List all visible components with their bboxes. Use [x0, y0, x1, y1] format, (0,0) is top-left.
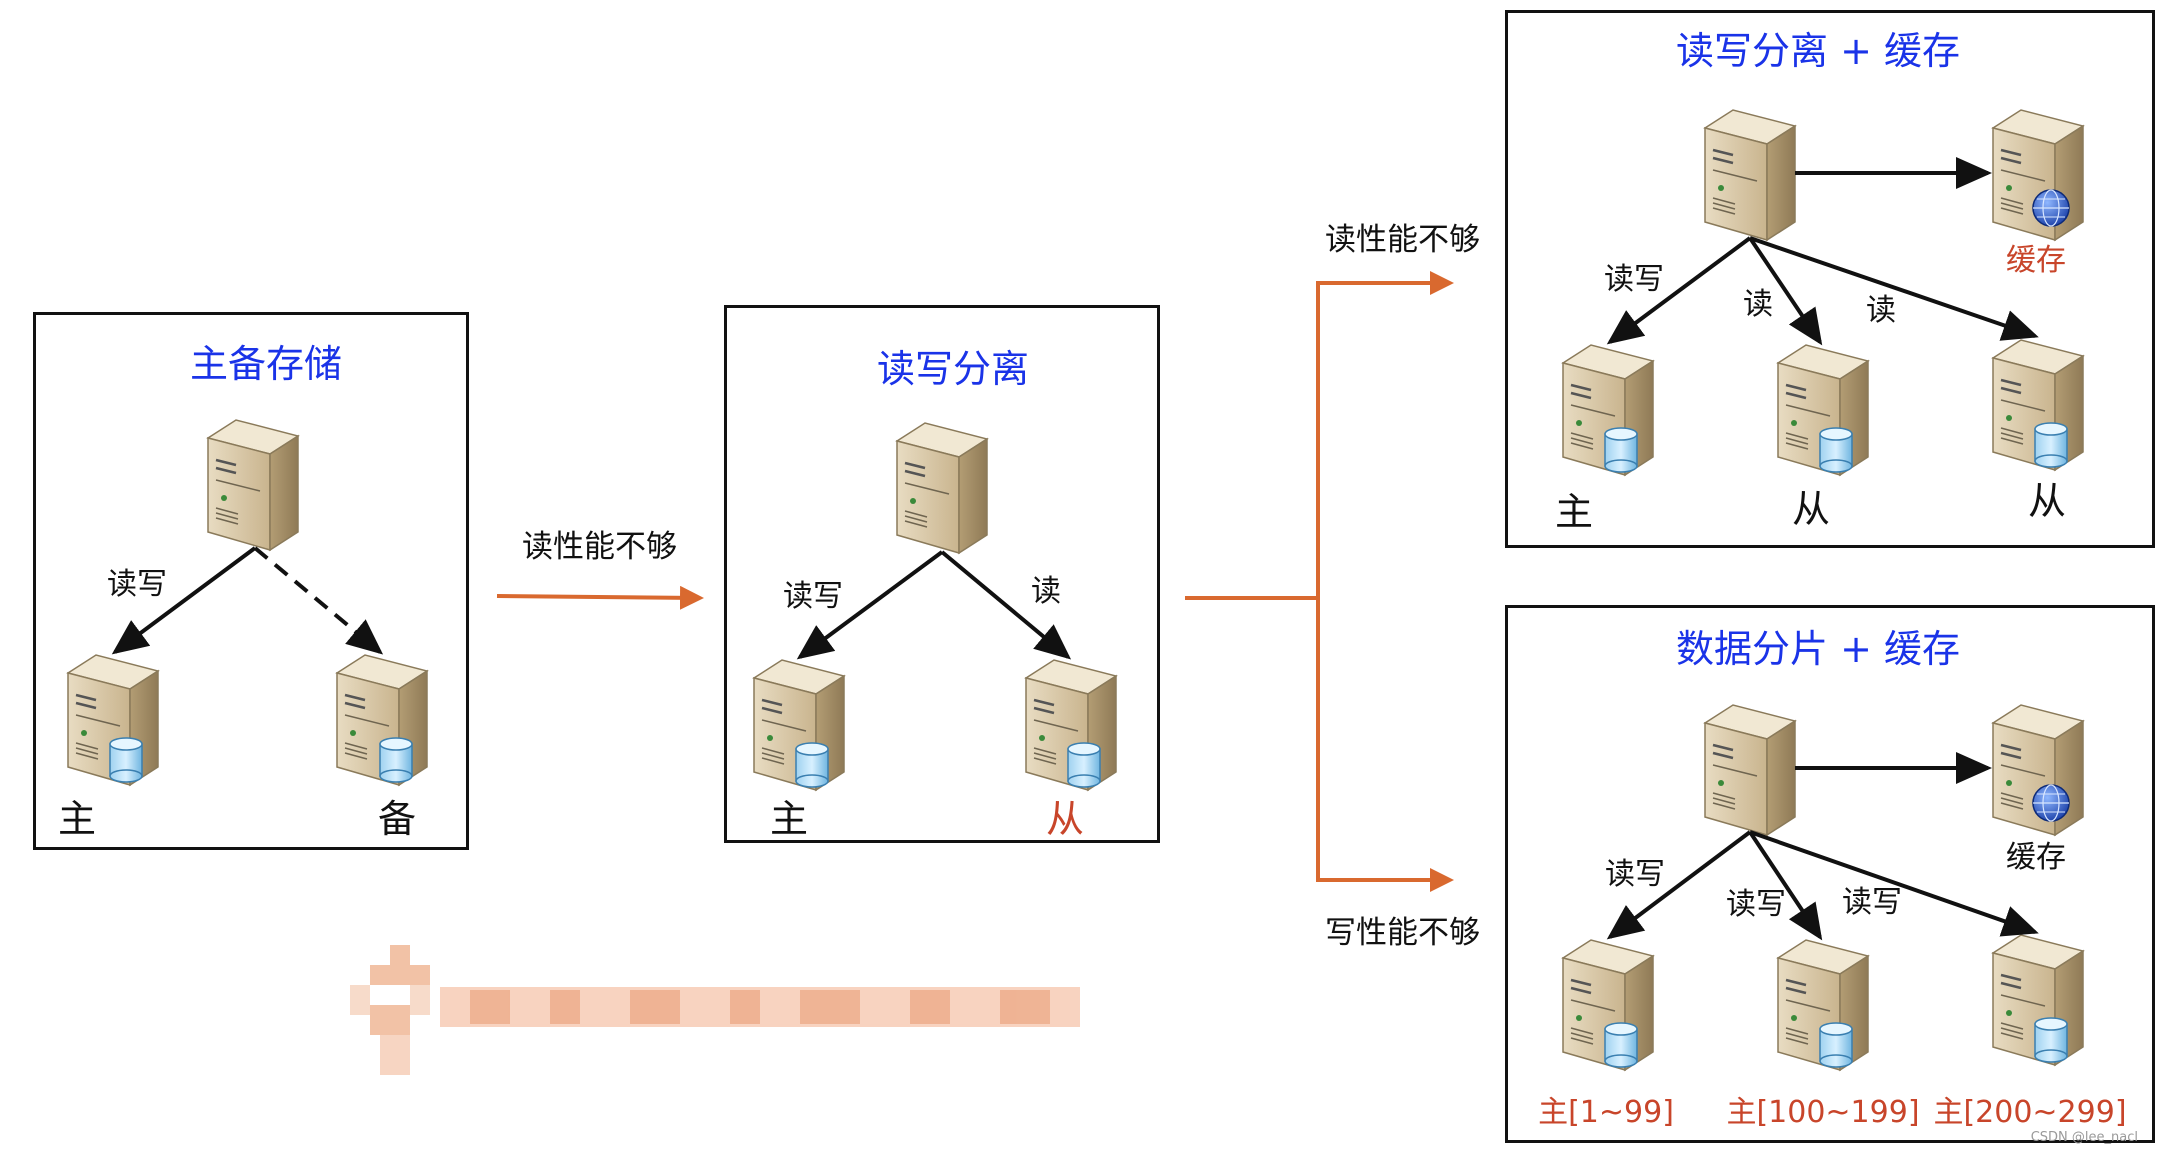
branch-write-arrow — [1316, 598, 1454, 892]
edge-label: 读 — [1031, 574, 1061, 609]
blurred-logo — [350, 945, 1080, 1075]
page-title: 数据分片 + 缓存 — [1676, 627, 1960, 671]
edge-label: 读写 — [107, 567, 167, 602]
node-label-main: 主 — [769, 797, 809, 841]
database-icon — [1067, 742, 1101, 788]
page-title: 主备存储 — [189, 342, 343, 386]
branch-label-write: 写性能不够 — [1325, 915, 1480, 951]
node-label-slave: 从 — [1791, 487, 1831, 531]
database-icon — [1819, 427, 1853, 473]
transition-arrow — [496, 585, 704, 610]
arrow-read — [1748, 236, 1823, 346]
watermark: CSDN @lee_nacl — [2030, 1130, 2138, 1145]
shard-label: 主[1~99] — [1538, 1095, 1674, 1130]
node-label-main: 主 — [1554, 490, 1594, 534]
cache-label: 缓存 — [2006, 840, 2066, 875]
page-title: 读写分离 — [876, 347, 1030, 391]
database-icon — [109, 737, 143, 783]
edge-label: 读写 — [1605, 857, 1665, 892]
globe-icon — [2032, 189, 2070, 227]
database-icon — [379, 737, 413, 783]
server-icon — [1703, 108, 1797, 242]
shard-label: 主[200~299] — [1933, 1095, 2127, 1130]
database-icon — [1604, 427, 1638, 473]
arrow-read — [940, 550, 1072, 660]
arrow-read-write — [796, 550, 944, 660]
edge-label: 读 — [1743, 287, 1773, 322]
server-icon — [1703, 703, 1797, 837]
page-title: 读写分离 + 缓存 — [1676, 29, 1960, 73]
edge-label: 读写 — [1842, 885, 1902, 920]
database-icon — [1819, 1022, 1853, 1068]
node-label-backup: 备 — [377, 797, 417, 841]
arrow-backup-dashed — [253, 546, 384, 655]
edge-label: 读 — [1866, 293, 1896, 328]
database-icon — [2034, 422, 2068, 468]
database-icon — [2034, 1017, 2068, 1063]
edge-label: 读写 — [1726, 887, 1786, 922]
edge-label: 读写 — [783, 579, 843, 614]
transition-label: 读性能不够 — [522, 529, 677, 565]
shard-label: 主[100~199] — [1726, 1095, 1920, 1130]
database-icon — [795, 742, 829, 788]
server-icon — [895, 421, 989, 555]
cache-label: 缓存 — [2006, 243, 2066, 278]
database-icon — [1604, 1022, 1638, 1068]
arrow-read-write — [1606, 236, 1752, 345]
branch-label-read: 读性能不够 — [1325, 222, 1480, 258]
arrow-read — [1749, 236, 2039, 341]
arrow-read-write — [1606, 830, 1752, 940]
branch-read-arrow — [1316, 271, 1454, 598]
arrow-read-write — [111, 546, 257, 655]
node-label-main: 主 — [57, 797, 97, 841]
server-icon — [206, 418, 300, 552]
node-label-slave: 从 — [1045, 797, 1085, 841]
arrow-read-write — [1749, 830, 2039, 937]
edge-label: 读写 — [1604, 262, 1664, 297]
globe-icon — [2032, 784, 2070, 822]
arrow-read-write — [1748, 830, 1823, 941]
node-label-slave: 从 — [2027, 479, 2067, 523]
